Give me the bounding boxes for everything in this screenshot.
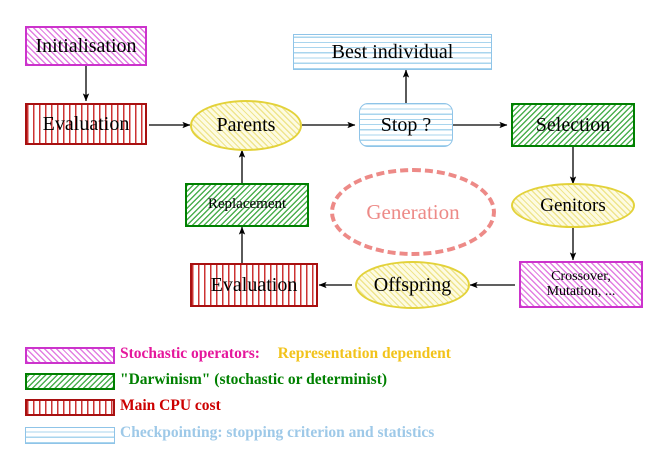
- legend-label-darwinism: "Darwinism" (stochastic or determinist): [120, 371, 388, 388]
- legend-label-stochastic-operators-primary: Stochastic operators:: [120, 345, 260, 362]
- legend-swatch-checkpointing: [25, 427, 115, 444]
- legend-label-main-cpu-cost: Main CPU cost: [120, 397, 221, 414]
- legend-swatch-darwinism: [25, 373, 115, 390]
- legend-swatch-main-cpu-cost: [25, 399, 115, 416]
- legend-label-representation-dependent: Representation dependent: [277, 345, 451, 362]
- node-crossover-mutation[interactable]: Crossover, Mutation, ...: [519, 261, 643, 308]
- node-best-individual[interactable]: Best individual: [293, 34, 492, 70]
- node-replacement-label: Replacement: [207, 196, 287, 213]
- node-evaluation-top[interactable]: Evaluation: [25, 103, 147, 145]
- node-evaluation-top-label: Evaluation: [42, 112, 130, 135]
- node-genitors-label: Genitors: [540, 194, 606, 216]
- node-generation-cycle-label: Generation: [366, 199, 460, 224]
- node-initialisation-label: Initialisation: [35, 34, 137, 57]
- node-selection[interactable]: Selection: [511, 103, 635, 147]
- legend-label-stochastic-operators: Stochastic operators: Representation dep…: [120, 345, 451, 363]
- node-parents-label: Parents: [216, 114, 276, 136]
- node-stop-label: Stop ?: [380, 113, 432, 136]
- legend-label-checkpointing: Checkpointing: stopping criterion and st…: [120, 424, 435, 441]
- node-stop[interactable]: Stop ?: [359, 103, 453, 147]
- node-evaluation-bottom[interactable]: Evaluation: [190, 263, 318, 307]
- node-best-individual-label: Best individual: [331, 40, 454, 63]
- node-crossover-mutation-label: Crossover, Mutation, ...: [546, 268, 616, 299]
- node-generation-cycle: Generation: [330, 168, 496, 256]
- node-initialisation[interactable]: Initialisation: [25, 26, 147, 66]
- node-offspring[interactable]: Offspring: [355, 261, 470, 309]
- legend-swatch-stochastic-operators: [25, 347, 115, 364]
- node-offspring-label: Offspring: [373, 273, 452, 296]
- node-replacement[interactable]: Replacement: [185, 183, 309, 227]
- node-selection-label: Selection: [535, 113, 611, 136]
- node-evaluation-bottom-label: Evaluation: [210, 273, 298, 296]
- node-parents[interactable]: Parents: [190, 100, 302, 151]
- node-genitors[interactable]: Genitors: [511, 183, 635, 228]
